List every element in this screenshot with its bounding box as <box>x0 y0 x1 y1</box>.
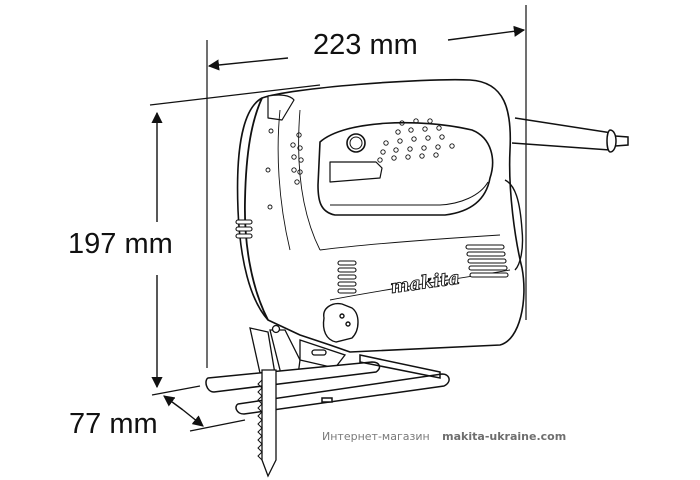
width-dimension-label: 223 mm <box>313 29 418 61</box>
height-dimension-label: 197 mm <box>68 228 173 260</box>
jigsaw-body <box>236 78 525 353</box>
depth-dimension-arrow <box>163 395 204 427</box>
speed-dial <box>322 302 359 343</box>
saw-blade <box>257 369 277 478</box>
grip-dots <box>265 118 455 210</box>
power-cord <box>511 117 629 153</box>
extension-lines <box>149 5 527 432</box>
site-link[interactable]: makita-ukraine.com <box>442 430 567 443</box>
base-plate <box>205 354 450 415</box>
shop-label: Интернет-магазин <box>322 430 430 443</box>
vent-slots <box>235 219 509 294</box>
width-dimension-arrow <box>207 25 526 71</box>
depth-dimension-label: 77 mm <box>69 408 158 440</box>
watermark: Интернет-магазин makita-ukraine.com <box>322 430 566 443</box>
